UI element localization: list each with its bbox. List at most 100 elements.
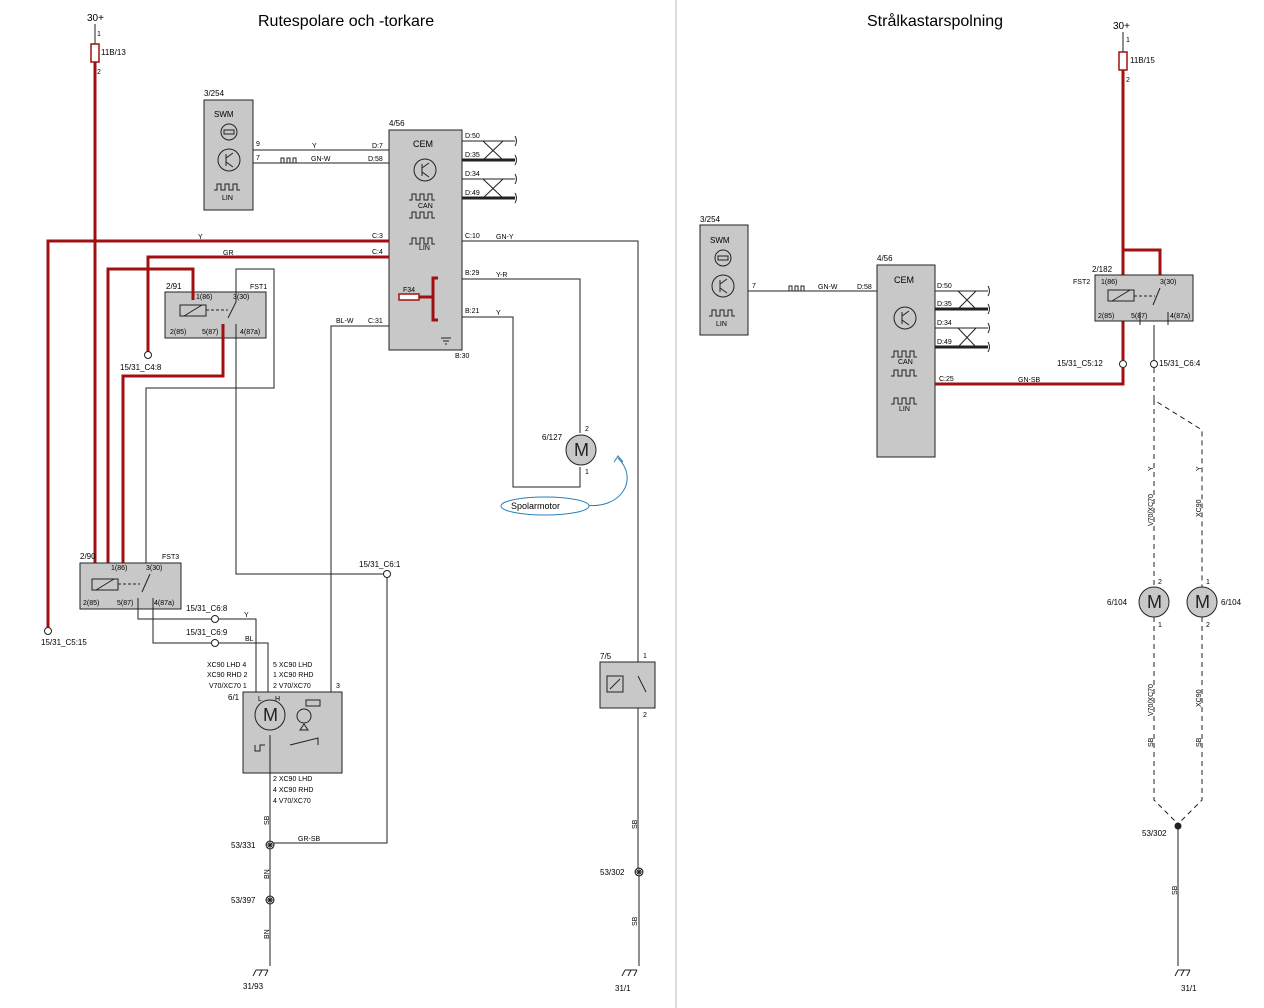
svg-text:2: 2 bbox=[97, 69, 101, 76]
left-cem-module bbox=[388, 129, 463, 351]
svg-text:GN-Y: GN-Y bbox=[496, 234, 514, 241]
svg-text:D:58: D:58 bbox=[368, 156, 383, 163]
relay-291 bbox=[164, 291, 267, 339]
svg-text:31/93: 31/93 bbox=[243, 982, 264, 991]
svg-text:1 XC90 RHD: 1 XC90 RHD bbox=[273, 672, 313, 679]
svg-text:1: 1 bbox=[1158, 622, 1162, 629]
svg-text:1: 1 bbox=[643, 653, 647, 660]
svg-text:53/331: 53/331 bbox=[231, 841, 256, 850]
relay-290-ref: 2/90 bbox=[80, 552, 96, 561]
wiper-park-icon bbox=[289, 699, 321, 746]
relay-2182 bbox=[1094, 274, 1194, 322]
ground-53-331 bbox=[265, 840, 275, 850]
svg-text:LIN: LIN bbox=[419, 245, 430, 252]
svg-text:2: 2 bbox=[585, 426, 589, 433]
svg-text:53/302: 53/302 bbox=[1142, 829, 1167, 838]
svg-text:L: L bbox=[258, 696, 262, 703]
relay-2182-ref: 2/182 bbox=[1092, 265, 1113, 274]
svg-text:GN-SB: GN-SB bbox=[1018, 377, 1041, 384]
left-swm-horn-icon bbox=[220, 123, 238, 141]
conn-c48: 15/31_C4:8 bbox=[120, 363, 162, 372]
earth-31-1-right bbox=[1174, 969, 1191, 977]
right-swm-module bbox=[699, 224, 749, 336]
svg-text:2(85): 2(85) bbox=[83, 600, 99, 607]
svg-text:SB: SB bbox=[1172, 885, 1179, 895]
conn-c512: 15/31_C5:12 bbox=[1057, 359, 1103, 368]
wire-y-c3 bbox=[46, 239, 389, 628]
right-swm-transistor-icon bbox=[711, 274, 735, 298]
ground-53-397 bbox=[265, 895, 275, 905]
svg-text:B:21: B:21 bbox=[465, 308, 480, 315]
svg-text:3(30): 3(30) bbox=[233, 294, 249, 301]
headlamp-motor-right-icon bbox=[1186, 586, 1218, 618]
left-swm-ref: 3/254 bbox=[204, 89, 225, 98]
svg-text:SB: SB bbox=[1196, 737, 1203, 747]
svg-text:SB: SB bbox=[632, 819, 639, 829]
headlamp-motor-right-ref: 6/104 bbox=[1221, 598, 1242, 607]
svg-text:4(87a): 4(87a) bbox=[154, 600, 174, 607]
svg-text:V70/XC70: V70/XC70 bbox=[1148, 684, 1155, 716]
right-title: Strålkastarspolning bbox=[867, 12, 1003, 30]
svg-text:1(86): 1(86) bbox=[111, 565, 127, 572]
svg-text:Spolarmotor: Spolarmotor bbox=[511, 501, 560, 511]
svg-text:5(87): 5(87) bbox=[1131, 313, 1147, 320]
washer-motor-icon bbox=[565, 434, 597, 466]
svg-text:D:49: D:49 bbox=[465, 190, 480, 197]
svg-text:XC90 RHD 2: XC90 RHD 2 bbox=[207, 672, 248, 679]
svg-text:D:50: D:50 bbox=[937, 283, 952, 290]
svg-text:C:4: C:4 bbox=[372, 249, 383, 256]
svg-text:SWM: SWM bbox=[710, 236, 730, 245]
wiper-motor-ref: 6/1 bbox=[228, 693, 240, 702]
washer-motor-ref: 6/127 bbox=[542, 433, 563, 442]
svg-text:D:35: D:35 bbox=[937, 301, 952, 308]
svg-text:2 V70/XC70: 2 V70/XC70 bbox=[273, 683, 311, 690]
svg-text:9: 9 bbox=[256, 141, 260, 148]
svg-text:FST1: FST1 bbox=[250, 284, 267, 291]
right-fuse-label: 11B/15 bbox=[1130, 56, 1155, 65]
svg-text:Y: Y bbox=[1148, 466, 1155, 471]
svg-text:3: 3 bbox=[336, 683, 340, 690]
svg-text:F34: F34 bbox=[403, 287, 415, 294]
svg-text:1: 1 bbox=[1206, 579, 1210, 586]
earth-31-1-left bbox=[621, 969, 638, 977]
svg-text:5(87): 5(87) bbox=[202, 329, 218, 336]
wire-bl-w bbox=[330, 325, 389, 692]
svg-text:D:49: D:49 bbox=[937, 339, 952, 346]
left-supply-label: 30+ bbox=[87, 13, 104, 24]
left-cem-transistor-icon bbox=[413, 158, 437, 182]
svg-text:4(87a): 4(87a) bbox=[1170, 313, 1190, 320]
left-cem-fuse-f34 bbox=[398, 293, 420, 301]
right-supply-label: 30+ bbox=[1113, 21, 1130, 32]
svg-text:C:25: C:25 bbox=[939, 376, 954, 383]
relay-291-ref: 2/91 bbox=[166, 282, 182, 291]
svg-text:GN-W: GN-W bbox=[818, 284, 838, 291]
svg-text:GR-SB: GR-SB bbox=[298, 836, 321, 843]
wiper-motor-icon bbox=[254, 699, 286, 731]
left-cem-bus-lines bbox=[462, 135, 517, 204]
svg-text:Y: Y bbox=[496, 310, 501, 317]
svg-text:CEM: CEM bbox=[894, 275, 914, 285]
svg-text:D:58: D:58 bbox=[857, 284, 872, 291]
svg-text:4 XC90 RHD: 4 XC90 RHD bbox=[273, 787, 313, 794]
svg-text:BN: BN bbox=[264, 869, 271, 879]
svg-text:D:35: D:35 bbox=[465, 152, 480, 159]
right-cem-bus-lines bbox=[935, 285, 990, 353]
headlamp-motor-left-ref: 6/104 bbox=[1107, 598, 1128, 607]
earth-31-93 bbox=[252, 969, 269, 977]
switch-7-5 bbox=[599, 661, 656, 709]
svg-text:CAN: CAN bbox=[418, 203, 433, 210]
left-fuse-label: 11B/13 bbox=[101, 48, 126, 57]
svg-text:1: 1 bbox=[97, 31, 101, 38]
svg-text:3(30): 3(30) bbox=[1160, 279, 1176, 286]
svg-text:31/1: 31/1 bbox=[615, 984, 631, 993]
svg-text:2 XC90 LHD: 2 XC90 LHD bbox=[273, 776, 312, 783]
wire-gn-y bbox=[462, 240, 639, 662]
svg-text:XC90: XC90 bbox=[1196, 689, 1203, 707]
svg-text:LIN: LIN bbox=[899, 406, 910, 413]
headlamp-motor-left-icon bbox=[1138, 586, 1170, 618]
svg-text:SB: SB bbox=[1148, 737, 1155, 747]
svg-text:D:34: D:34 bbox=[937, 320, 952, 327]
left-fuse-11b13 bbox=[90, 43, 100, 63]
svg-text:V70/XC70: V70/XC70 bbox=[1148, 494, 1155, 526]
svg-text:C:31: C:31 bbox=[368, 318, 383, 325]
